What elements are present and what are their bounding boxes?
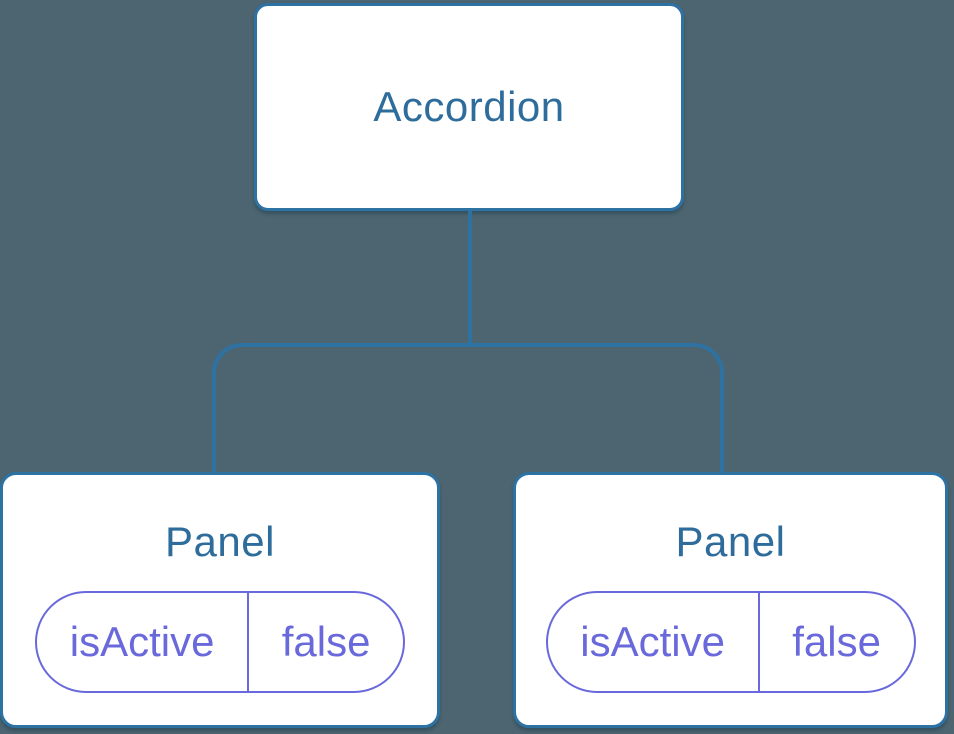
state-value-cell: false <box>249 593 403 691</box>
state-name-cell: isActive <box>548 593 760 692</box>
state-name-label: isActive <box>69 618 215 666</box>
state-value-label: false <box>792 618 881 666</box>
state-value-label: false <box>281 618 371 666</box>
state-pill-left: isActive false <box>35 591 405 694</box>
connector-trunk-line <box>468 211 472 347</box>
accordion-node-label: Accordion <box>373 82 565 130</box>
state-pill-right: isActive false <box>545 591 916 694</box>
accordion-node: Accordion <box>254 3 684 211</box>
panel-node-left: Panel isActive false <box>0 472 440 728</box>
panel-right-label: Panel <box>675 518 786 565</box>
state-value-cell: false <box>760 593 914 691</box>
connector-bracket <box>212 343 724 472</box>
panel-node-right: Panel isActive false <box>513 472 948 728</box>
panel-left-label: Panel <box>165 518 275 565</box>
state-name-label: isActive <box>580 618 725 666</box>
state-name-cell: isActive <box>37 593 250 692</box>
